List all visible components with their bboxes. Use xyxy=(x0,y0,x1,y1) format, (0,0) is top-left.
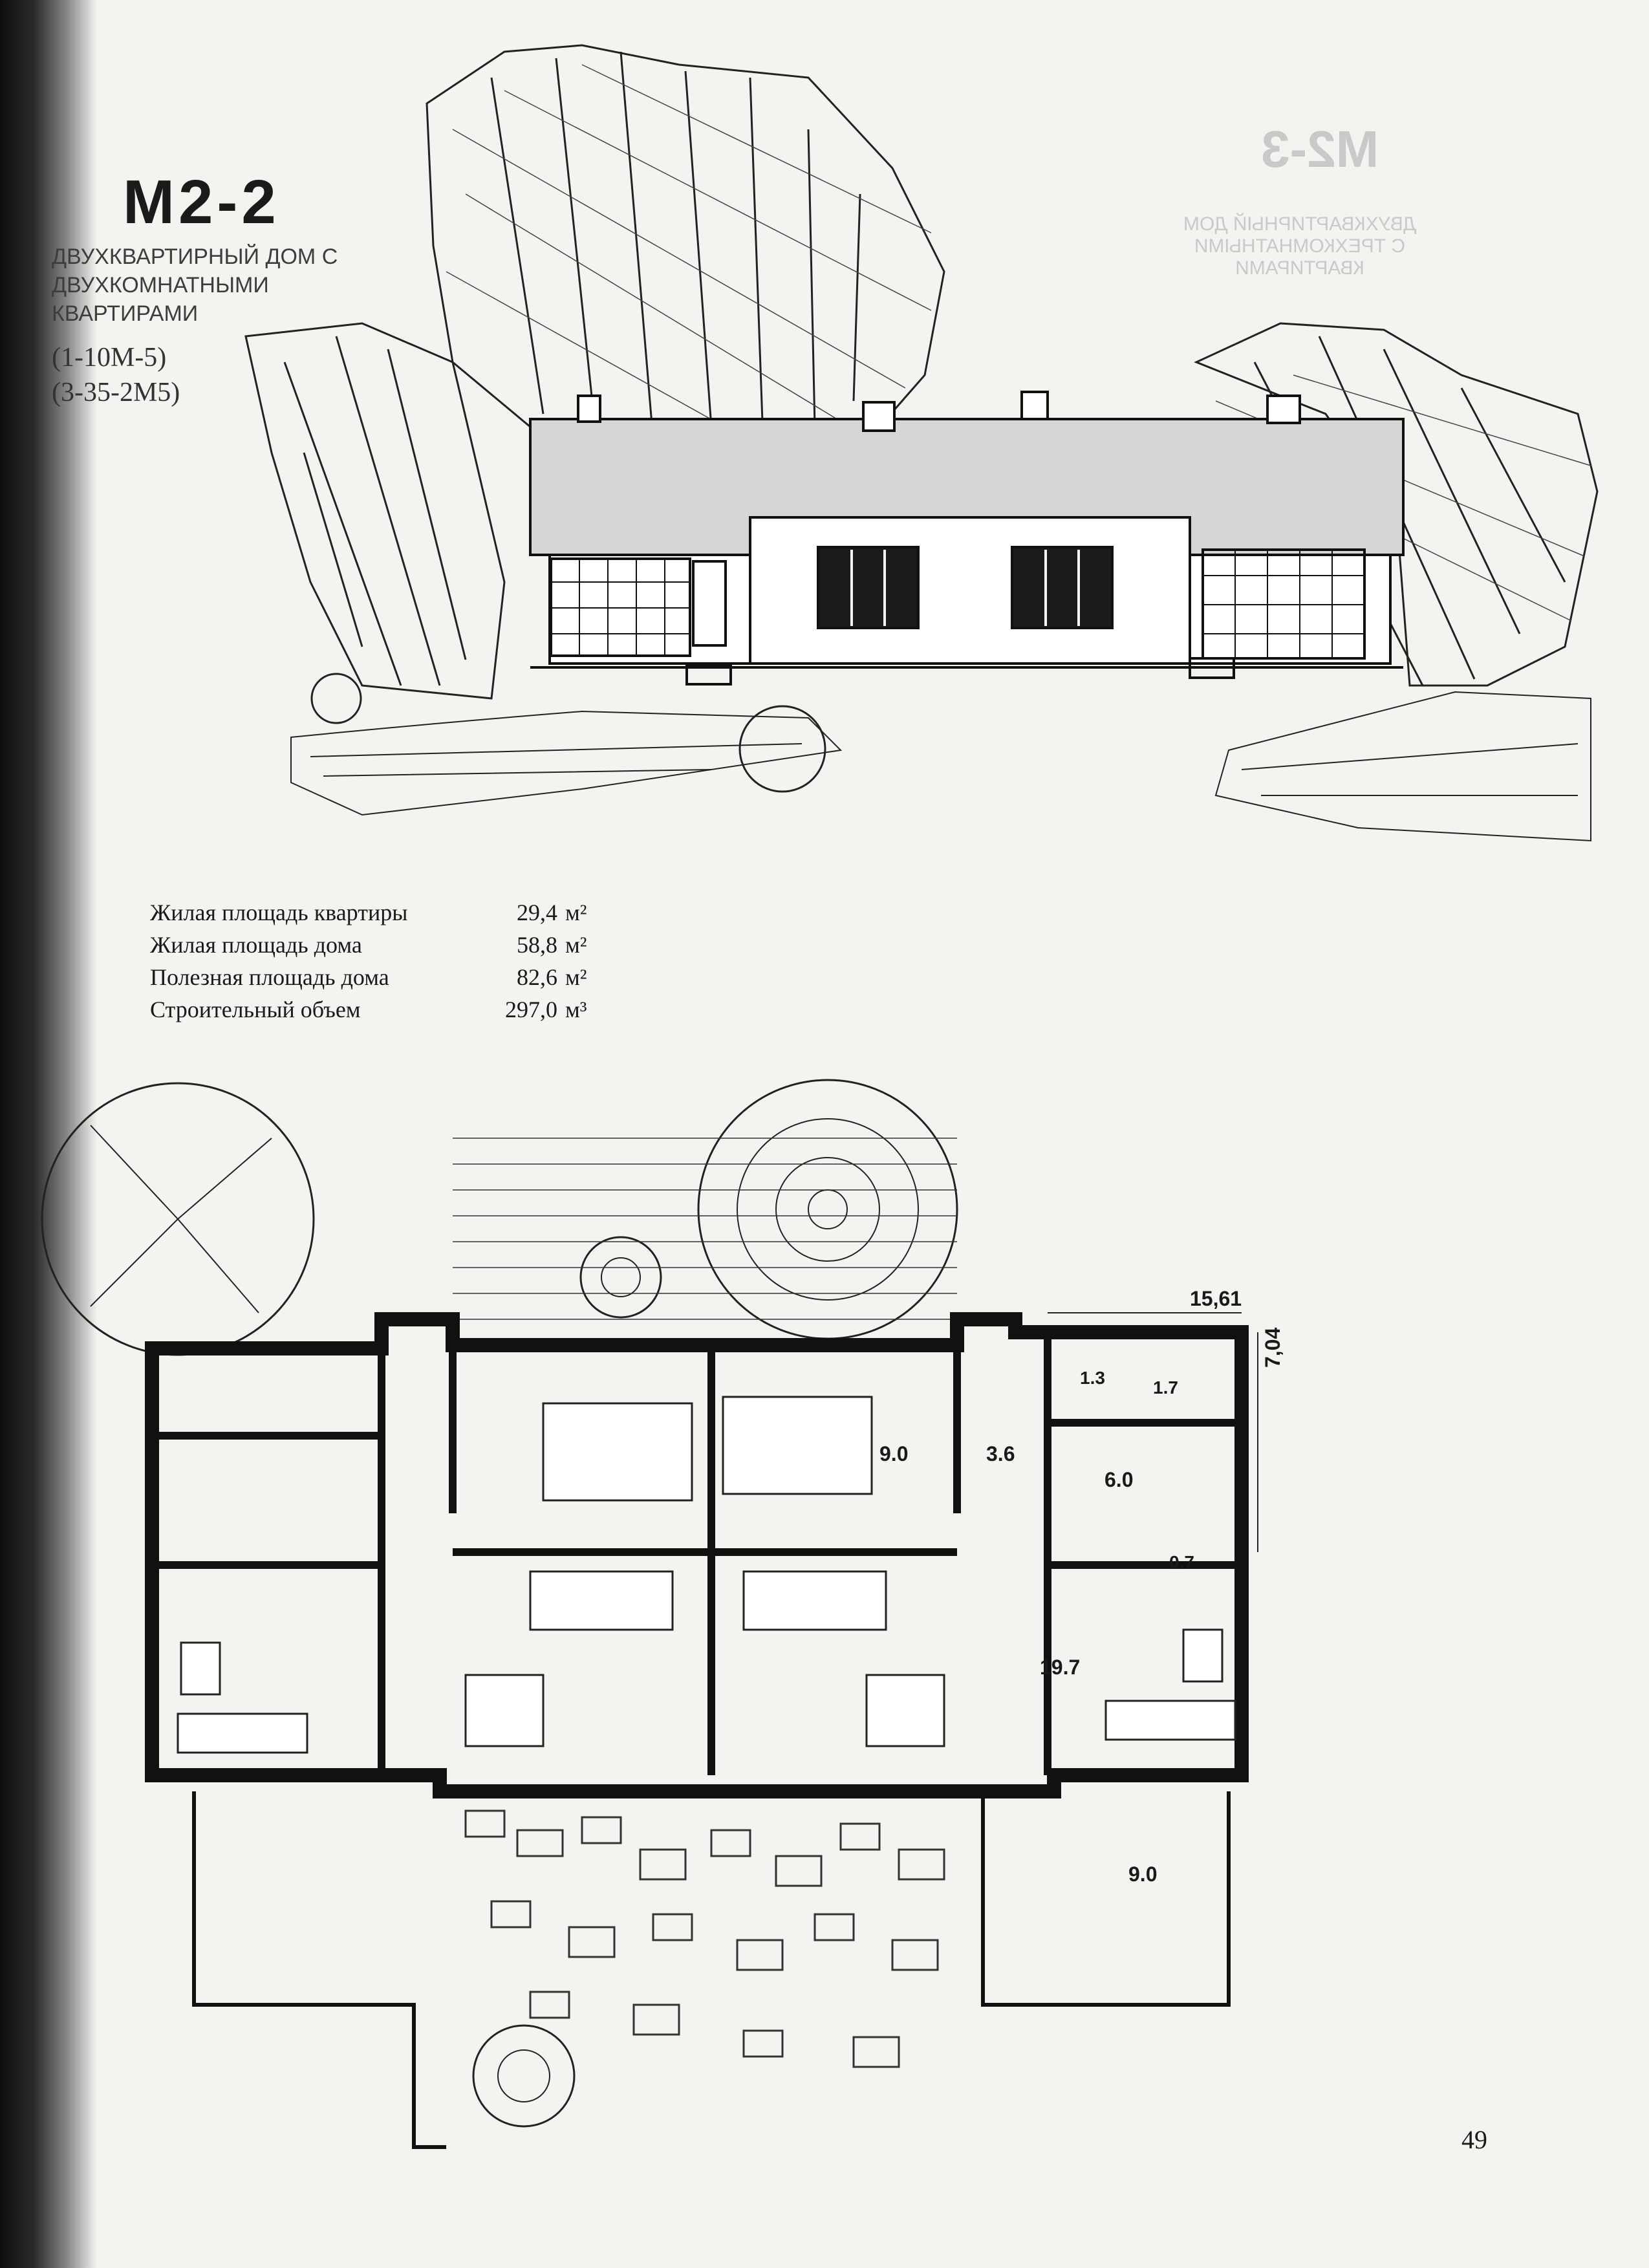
stats-unit: м² xyxy=(565,964,587,990)
page-number: 49 xyxy=(1461,2125,1487,2154)
cabinet-left xyxy=(180,1641,221,1696)
stats-unit: м² xyxy=(565,900,587,925)
tree-canopy-left xyxy=(426,44,945,441)
exterior-walls xyxy=(145,1312,1249,1798)
stats-row: Жилая площадь дома 58,8 м² xyxy=(150,929,587,961)
dimension-depth: 7,04 xyxy=(1261,1327,1284,1368)
room-area-label: 3.6 xyxy=(986,1442,1015,1465)
bench-right xyxy=(1105,1700,1236,1741)
room-area-label: 0.7 xyxy=(1169,1552,1194,1572)
project-subtitle: Двухквартирный дом с двухкомнатными квар… xyxy=(52,244,338,327)
room-area-label: 1.3 xyxy=(1080,1368,1105,1388)
project-title-block: М2-2 Двухквартирный дом с двухкомнатными… xyxy=(52,171,388,411)
cabinet-right xyxy=(1182,1628,1223,1683)
bed-left xyxy=(542,1402,693,1502)
stats-label: Жилая площадь квартиры xyxy=(150,900,408,925)
water-texture xyxy=(453,1138,957,1320)
tree-canopy-far-left xyxy=(244,322,506,700)
stats-value: 29,4 xyxy=(517,900,557,925)
flagstones xyxy=(464,1809,945,2068)
stats-row: Полезная площадь дома 82,6 м² xyxy=(150,961,587,993)
stats-label: Строительный объем xyxy=(150,997,361,1022)
paving-pattern xyxy=(290,691,1591,842)
house-elevation xyxy=(529,391,1405,686)
interior-walls xyxy=(152,1332,1242,1775)
room-area-label: 19.7 xyxy=(1040,1656,1081,1679)
stats-row: Строительный объем 297,0 м³ xyxy=(150,993,587,1026)
terrace-right xyxy=(981,1791,1231,2007)
room-area-label: 6.0 xyxy=(1105,1468,1134,1491)
book-spine-shadow xyxy=(0,0,97,2268)
project-code: М2-2 xyxy=(123,167,280,237)
bench-left xyxy=(177,1712,308,1754)
stats-value: 58,8 xyxy=(517,932,557,958)
stats-row: Жилая площадь квартиры 29,4 м² xyxy=(150,896,587,929)
project-series-2: (3-35-2М5) xyxy=(52,378,180,408)
area-statistics-table: Жилая площадь квартиры 29,4 м² Жилая пло… xyxy=(150,896,587,1026)
stats-value: 82,6 xyxy=(517,964,557,990)
terrace-left xyxy=(192,1791,446,2149)
room-area-label: 9.0 xyxy=(879,1442,909,1465)
stats-label: Полезная площадь дома xyxy=(150,964,389,990)
stats-value: 297,0 xyxy=(505,997,557,1022)
table-left xyxy=(464,1674,544,1747)
table-right xyxy=(865,1674,945,1747)
bed-right xyxy=(722,1396,873,1495)
room-area-label: 1.7 xyxy=(1153,1377,1178,1398)
dimension-length: 15,61 xyxy=(1190,1287,1242,1310)
stats-unit: м³ xyxy=(565,997,587,1022)
stats-label: Жилая площадь дома xyxy=(150,932,362,958)
project-series-1: (1-10М-5) xyxy=(52,342,167,373)
stats-unit: м² xyxy=(565,932,587,958)
sofa-right xyxy=(742,1570,887,1631)
sofa-left xyxy=(529,1570,674,1631)
room-area-label: 9.0 xyxy=(1128,1863,1158,1886)
